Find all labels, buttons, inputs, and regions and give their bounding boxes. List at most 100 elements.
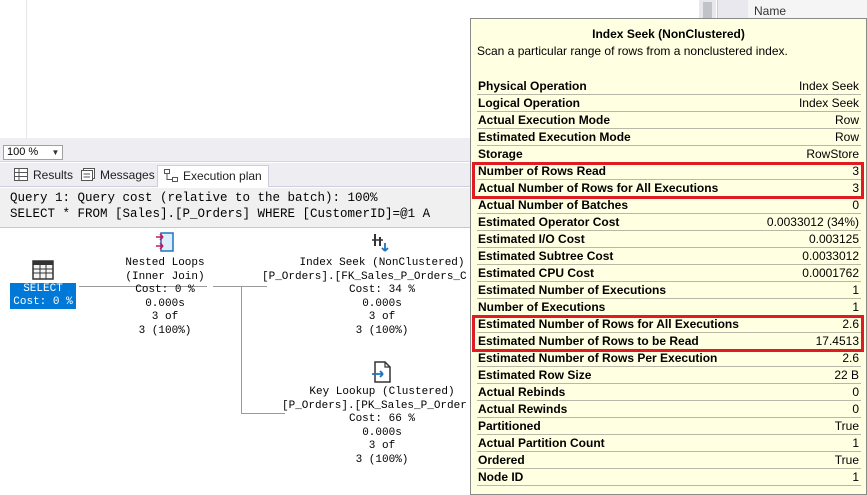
property-label: Logical Operation <box>478 96 581 110</box>
tooltip-description: Scan a particular range of rows from a n… <box>477 44 788 58</box>
tab-label: Results <box>33 168 74 182</box>
property-label: Estimated CPU Cost <box>478 266 595 280</box>
property-label: Estimated Number of Executions <box>478 283 667 297</box>
connector-nested-lookup-v <box>241 286 242 413</box>
index-seek-icon <box>372 234 389 252</box>
zoom-value: 100 % <box>7 146 39 158</box>
property-label: Actual Execution Mode <box>478 113 611 127</box>
key-lookup-rows: 3 of <box>368 440 396 452</box>
property-value: Index Seek <box>798 96 859 110</box>
tab-execution-plan[interactable]: Execution plan <box>157 165 269 187</box>
plan-node-index-seek[interactable]: Index Seek (NonClustered) [P_Orders].[FK… <box>262 231 502 338</box>
property-label: Estimated Subtree Cost <box>478 249 614 263</box>
property-value: 0.0001762 <box>802 266 859 280</box>
property-label: Actual Number of Batches <box>478 198 629 212</box>
execution-plan-icon <box>164 169 178 182</box>
property-value: 1 <box>852 436 859 450</box>
property-label: Node ID <box>478 470 524 484</box>
nested-loops-name: Nested Loops <box>125 257 205 269</box>
key-lookup-time: 0.000s <box>362 426 402 439</box>
index-seek-cost: Cost: 34 % <box>348 284 415 296</box>
tab-results[interactable]: Results <box>8 165 79 187</box>
zoom-bar: 100 % ▼ <box>0 143 470 162</box>
tab-messages[interactable]: Messages <box>75 165 161 187</box>
tooltip-property-row: Ordered True <box>477 452 861 469</box>
splitter[interactable] <box>0 138 867 144</box>
connector-nested-lookup-h <box>241 413 285 414</box>
chevron-down-icon[interactable]: ▼ <box>51 148 60 157</box>
property-label: Estimated Execution Mode <box>478 130 631 144</box>
key-lookup-name: Key Lookup (Clustered) <box>309 386 455 398</box>
connector-select-nested <box>79 286 207 287</box>
property-value: 0 <box>852 385 859 399</box>
property-value: True <box>834 419 859 433</box>
index-seek-name: Index Seek (NonClustered) <box>299 257 465 269</box>
property-label: Estimated Number of Rows to be Read <box>478 334 699 348</box>
property-value: 2.6 <box>842 351 859 365</box>
index-seek-time: 0.000s <box>362 297 402 310</box>
tooltip-property-row: Estimated Number of Executions 1 <box>477 282 861 299</box>
property-label: Ordered <box>478 453 525 467</box>
tooltip-property-row: Estimated CPU Cost 0.0001762 <box>477 265 861 282</box>
select-cost: Cost: 0 % <box>13 296 73 308</box>
nested-loops-time: 0.000s <box>145 297 185 310</box>
property-label: Number of Rows Read <box>478 164 607 178</box>
operator-tooltip: Index Seek (NonClustered) Scan a particu… <box>470 18 867 495</box>
messages-icon <box>81 168 95 181</box>
property-value: 17.4513 <box>815 334 859 348</box>
tooltip-property-row: Estimated Row Size 22 B <box>477 367 861 384</box>
property-value: Row <box>834 130 859 144</box>
plan-node-nested-loops[interactable]: Nested Loops (Inner Join) Cost: 0 % 0.00… <box>110 231 220 338</box>
tooltip-property-row: Actual Number of Rows for All Executions… <box>477 180 861 197</box>
key-lookup-pct: 3 (100%) <box>355 453 409 466</box>
nested-loops-rows: 3 of <box>151 311 179 323</box>
tooltip-property-row: Estimated Number of Rows for All Executi… <box>477 316 861 333</box>
property-value: 0.0033012 (34%) <box>766 215 859 229</box>
connector-nested-seek <box>213 286 267 287</box>
property-value: 3 <box>852 181 859 195</box>
index-seek-pct: 3 (100%) <box>355 324 409 337</box>
tooltip-property-row: Estimated Number of Rows to be Read 17.45… <box>477 333 861 350</box>
key-lookup-icon <box>372 361 391 383</box>
property-value: 22 B <box>834 368 859 382</box>
property-value: 0.0033012 <box>802 249 859 263</box>
tooltip-property-row: Node ID 1 <box>477 469 861 486</box>
property-value: RowStore <box>806 147 859 161</box>
property-value: 2.6 <box>842 317 859 331</box>
plan-node-key-lookup[interactable]: Key Lookup (Clustered) [P_Orders].[PK_Sa… <box>282 360 482 467</box>
select-operator-icon <box>32 260 54 280</box>
zoom-select[interactable]: 100 % ▼ <box>3 145 63 160</box>
property-label: Estimated Number of Rows for All Executi… <box>478 317 739 331</box>
tooltip-property-row: Estimated Execution Mode Row <box>477 129 861 146</box>
tooltip-property-row: Estimated Number of Rows Per Execution 2.… <box>477 350 861 367</box>
property-value: True <box>834 453 859 467</box>
property-label: Estimated I/O Cost <box>478 232 585 246</box>
property-label: Actual Number of Rows for All Executions <box>478 181 719 195</box>
property-label: Partitioned <box>478 419 541 433</box>
property-label: Physical Operation <box>478 79 587 93</box>
tooltip-property-row: Logical Operation Index Seek <box>477 95 861 112</box>
property-label: Actual Rewinds <box>478 402 568 416</box>
property-value: 1 <box>852 470 859 484</box>
property-value: 1 <box>852 283 859 297</box>
index-seek-sub: [P_Orders].[FK_Sales_P_Orders_C <box>262 270 467 283</box>
grid-icon <box>14 168 28 181</box>
key-lookup-cost: Cost: 66 % <box>348 413 415 425</box>
query-header: Query 1: Query cost (relative to the bat… <box>0 188 470 228</box>
tooltip-property-row: Estimated Subtree Cost 0.0033012 <box>477 248 861 265</box>
key-lookup-sub: [P_Orders].[PK_Sales_P_Order <box>282 399 467 412</box>
nested-loops-pct: 3 (100%) <box>138 324 192 337</box>
property-label: Estimated Number of Rows Per Execution <box>478 351 718 365</box>
property-label: Estimated Row Size <box>478 368 592 382</box>
tab-label: Execution plan <box>183 169 262 183</box>
results-tabs: Results Messages Execution plan <box>0 163 470 187</box>
